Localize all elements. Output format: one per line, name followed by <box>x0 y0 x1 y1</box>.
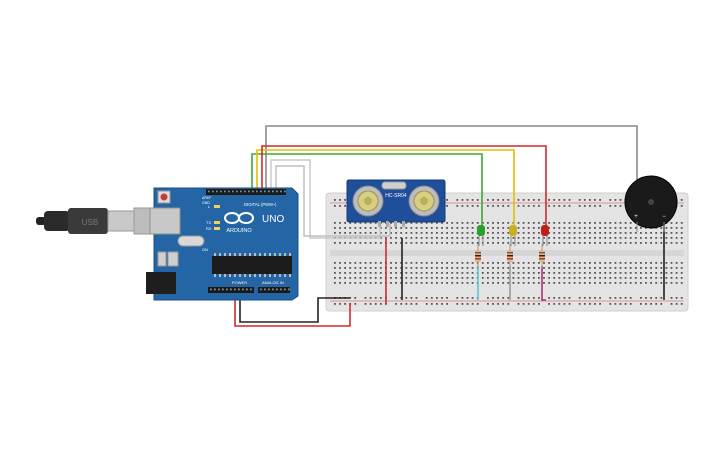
power-jack <box>146 272 176 294</box>
sensor-receiver <box>408 185 440 217</box>
gray-wire-buzzer[interactable] <box>265 125 638 198</box>
usb-cable[interactable]: USB <box>36 207 159 235</box>
on-label: ON <box>202 247 208 252</box>
usb-label: USB <box>82 218 98 227</box>
reset-button-cap <box>160 193 168 201</box>
crystal <box>177 235 205 247</box>
red-wire-led[interactable] <box>261 145 547 228</box>
capacitor <box>167 251 179 267</box>
sensor-pins <box>378 221 405 227</box>
sensor-wire-echo[interactable] <box>275 165 391 237</box>
chip-legs <box>214 253 291 277</box>
l-label: L <box>208 204 211 209</box>
wires <box>234 125 665 327</box>
gnd-label: GND <box>202 201 210 205</box>
analog-label: ANALOG IN <box>262 280 284 285</box>
arduino-logo-text: ARDUINO <box>226 228 252 234</box>
aref-label: AREF <box>202 196 212 200</box>
buzzer-plus: + <box>634 214 638 220</box>
yellow-wire-led[interactable] <box>256 149 515 228</box>
led-green[interactable] <box>477 225 485 246</box>
resistor-3[interactable] <box>539 244 545 268</box>
arduino-uno-board[interactable]: ARDUINO UNO DIGITAL (PWM~) POWER ANALOG … <box>146 187 299 301</box>
sensor-crystal <box>381 181 407 190</box>
buzzer-minus: − <box>662 214 666 220</box>
rx-label: RX <box>206 226 212 231</box>
capacitor <box>157 251 167 267</box>
power-label: POWER <box>232 280 247 285</box>
arduino-logo <box>224 212 254 224</box>
digital-label: DIGITAL (PWM~) <box>244 202 277 207</box>
red-power-wire[interactable] <box>234 292 351 327</box>
magenta-jumper[interactable] <box>541 266 546 301</box>
led-yellow[interactable] <box>509 225 517 246</box>
tx-led <box>214 221 220 224</box>
resistor-2[interactable] <box>507 244 513 268</box>
atmega-chip <box>212 256 292 274</box>
resistor-1[interactable] <box>475 244 481 268</box>
model-text: UNO <box>262 214 284 225</box>
piezo-buzzer[interactable]: + − <box>624 175 678 232</box>
black-ground-wire[interactable] <box>239 292 350 323</box>
usb-jack <box>149 207 181 235</box>
header-pins <box>208 190 290 291</box>
l-led <box>214 205 220 208</box>
sensor-model: HC-SR04 <box>385 193 407 199</box>
digital-header <box>206 189 286 195</box>
green-wire-led[interactable] <box>251 153 483 228</box>
rx-led <box>214 227 220 230</box>
analog-header <box>258 287 290 293</box>
led-red[interactable] <box>541 225 549 246</box>
tx-label: TX <box>206 220 211 225</box>
sensor-transmitter <box>352 185 384 217</box>
ultrasonic-sensor[interactable]: HC-SR04 <box>346 179 446 227</box>
